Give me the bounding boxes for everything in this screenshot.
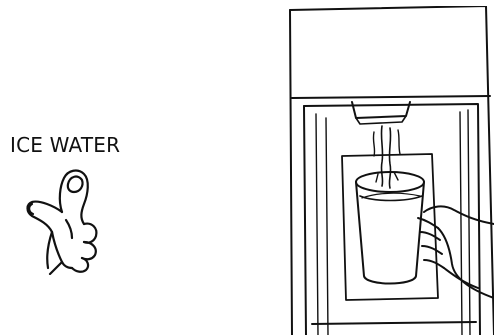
- water-dispenser-illustration: [282, 6, 494, 335]
- ice-water-label: ICE WATER: [10, 133, 120, 157]
- pointing-hand-press-icon: [18, 160, 118, 275]
